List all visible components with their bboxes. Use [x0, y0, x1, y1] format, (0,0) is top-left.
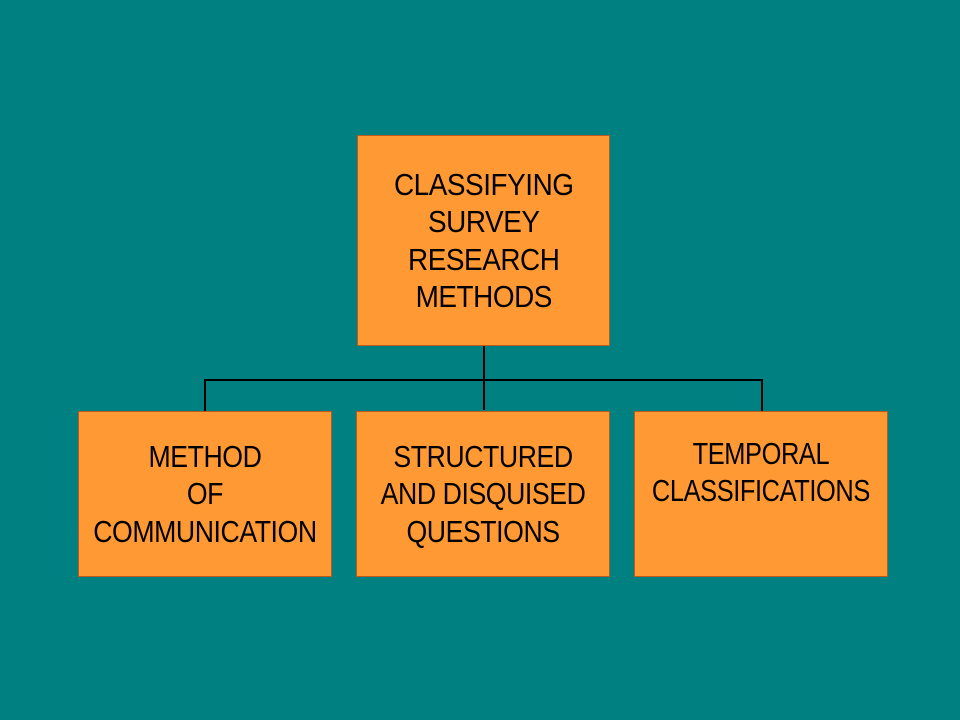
- child-box-temporal-classifications: TEMPORAL CLASSIFICATIONS: [634, 411, 888, 577]
- child-2-line-2: AND DISQUISED: [380, 476, 586, 512]
- root-box-text: CLASSIFYING SURVEY RESEARCH METHODS: [394, 166, 574, 315]
- child-box-method-of-communication: METHOD OF COMMUNICATION: [78, 411, 332, 577]
- child-box-structured-and-disquised-questions: STRUCTURED AND DISQUISED QUESTIONS: [356, 411, 610, 577]
- child-3-text: TEMPORAL CLASSIFICATIONS: [652, 435, 870, 509]
- child-2-line-1: STRUCTURED: [393, 439, 573, 475]
- child-1-line-2: OF: [186, 476, 224, 512]
- root-line-4: METHODS: [415, 278, 552, 314]
- child-2-line-3: QUESTIONS: [406, 513, 560, 549]
- root-box-classifying-survey-research-methods: CLASSIFYING SURVEY RESEARCH METHODS: [357, 135, 610, 346]
- root-line-3: RESEARCH: [407, 241, 560, 277]
- root-line-1: CLASSIFYING: [393, 167, 574, 203]
- child-2-text: STRUCTURED AND DISQUISED QUESTIONS: [381, 438, 586, 550]
- root-line-2: SURVEY: [427, 204, 540, 240]
- child-1-line-3: COMMUNICATION: [93, 513, 317, 549]
- child-3-line-1: TEMPORAL: [692, 435, 830, 471]
- child-1-text: METHOD OF COMMUNICATION: [93, 438, 317, 550]
- child-1-line-1: METHOD: [148, 439, 262, 475]
- child-3-line-2: CLASSIFICATIONS: [652, 473, 870, 508]
